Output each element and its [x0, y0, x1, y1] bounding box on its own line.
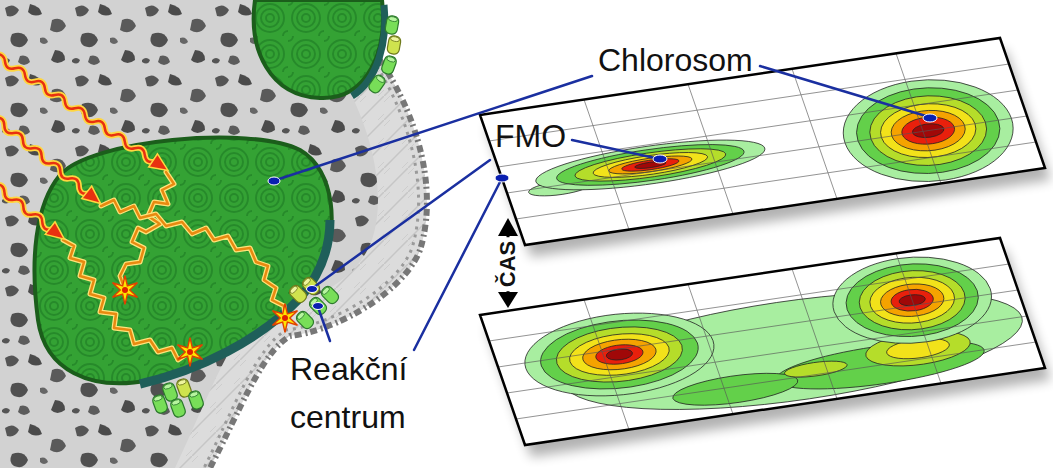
light-arrow [0, 115, 90, 196]
energy-path [101, 200, 285, 318]
light-arrow [0, 48, 172, 245]
marker-dot [313, 303, 324, 310]
spectrum-plane [480, 238, 1045, 445]
part-label: FMO [495, 118, 566, 155]
spectrum-plane [480, 38, 1045, 245]
spectrum-plane [480, 238, 1045, 445]
spectrum-plane [530, 130, 771, 200]
light-arrow [0, 182, 54, 232]
light-arrow [0, 179, 69, 246]
excitation-star [178, 338, 203, 367]
energy-path [63, 240, 190, 360]
spectrum-plane [480, 238, 1045, 445]
chlorosome [34, 138, 331, 384]
marker-dot [653, 155, 667, 163]
spectrum-plane [605, 347, 635, 361]
spectrum-plane [480, 238, 1045, 445]
protein-complex [169, 397, 186, 418]
leader-line [414, 182, 500, 350]
spectrum-plane [590, 147, 711, 182]
cell-envelope [0, 0, 427, 468]
leader-line [276, 66, 926, 350]
excitation-star [273, 304, 298, 333]
energy-path [120, 172, 174, 290]
protein-complex [151, 393, 168, 414]
spectrum-plane [578, 335, 661, 374]
spectrum-plane [480, 38, 1045, 245]
chlorosome [387, 35, 402, 55]
light-arrow [0, 112, 106, 210]
leader-line [319, 310, 330, 341]
spectrum-plane [593, 342, 646, 367]
light-arrow [0, 182, 54, 232]
spectrum-plane [480, 38, 1045, 245]
spectrum-plane [620, 156, 680, 174]
excitation-star [113, 276, 298, 367]
spectrum-plane [512, 302, 726, 408]
spectrum-plane [548, 319, 691, 389]
chlorosome [254, 0, 402, 98]
spectrum-plane [571, 142, 730, 188]
protein-complex [187, 389, 204, 410]
time-arrow [507, 226, 510, 298]
time-arrow [498, 218, 518, 308]
chlorosome [367, 73, 387, 95]
excitation-star [113, 276, 138, 305]
light-arrow [0, 48, 172, 177]
light-arrow [149, 154, 173, 177]
light-arrow [0, 115, 90, 196]
time-arrow [498, 292, 518, 308]
protein-complex [300, 275, 321, 296]
leader-line [314, 160, 490, 287]
protein-complex [294, 309, 315, 330]
time-arrow [498, 218, 518, 236]
light-arrow [82, 186, 106, 210]
energy-path [120, 172, 174, 290]
spectrum-plane [480, 238, 1045, 445]
chlorosome [34, 138, 331, 384]
spectrum-plane [480, 38, 1045, 245]
spectrum-plane [480, 238, 1051, 457]
protein-complex [319, 284, 340, 305]
axis-label: ČAS [496, 237, 520, 291]
cell-envelope [0, 0, 427, 468]
spectrum-plane [782, 358, 849, 380]
protein-complex [151, 275, 340, 418]
marker-dot [495, 174, 509, 182]
leader-line [760, 66, 926, 116]
spectrum-plane [480, 38, 1045, 245]
leader-line [276, 76, 592, 180]
energy-path [63, 240, 190, 360]
leader-line [572, 140, 655, 158]
marker-dot [923, 114, 937, 122]
marker-dot [268, 177, 280, 185]
part-label: Chlorosom [598, 42, 753, 79]
chlorosome [385, 15, 400, 35]
marker-dot [307, 286, 318, 293]
part-label: Reakční centrum [290, 345, 420, 441]
chlorosome [380, 54, 397, 75]
energy-path [63, 172, 285, 360]
light-arrow [45, 222, 69, 246]
energy-path [101, 200, 285, 318]
spectrum-plane [480, 38, 1051, 257]
marker-dot [268, 114, 937, 310]
